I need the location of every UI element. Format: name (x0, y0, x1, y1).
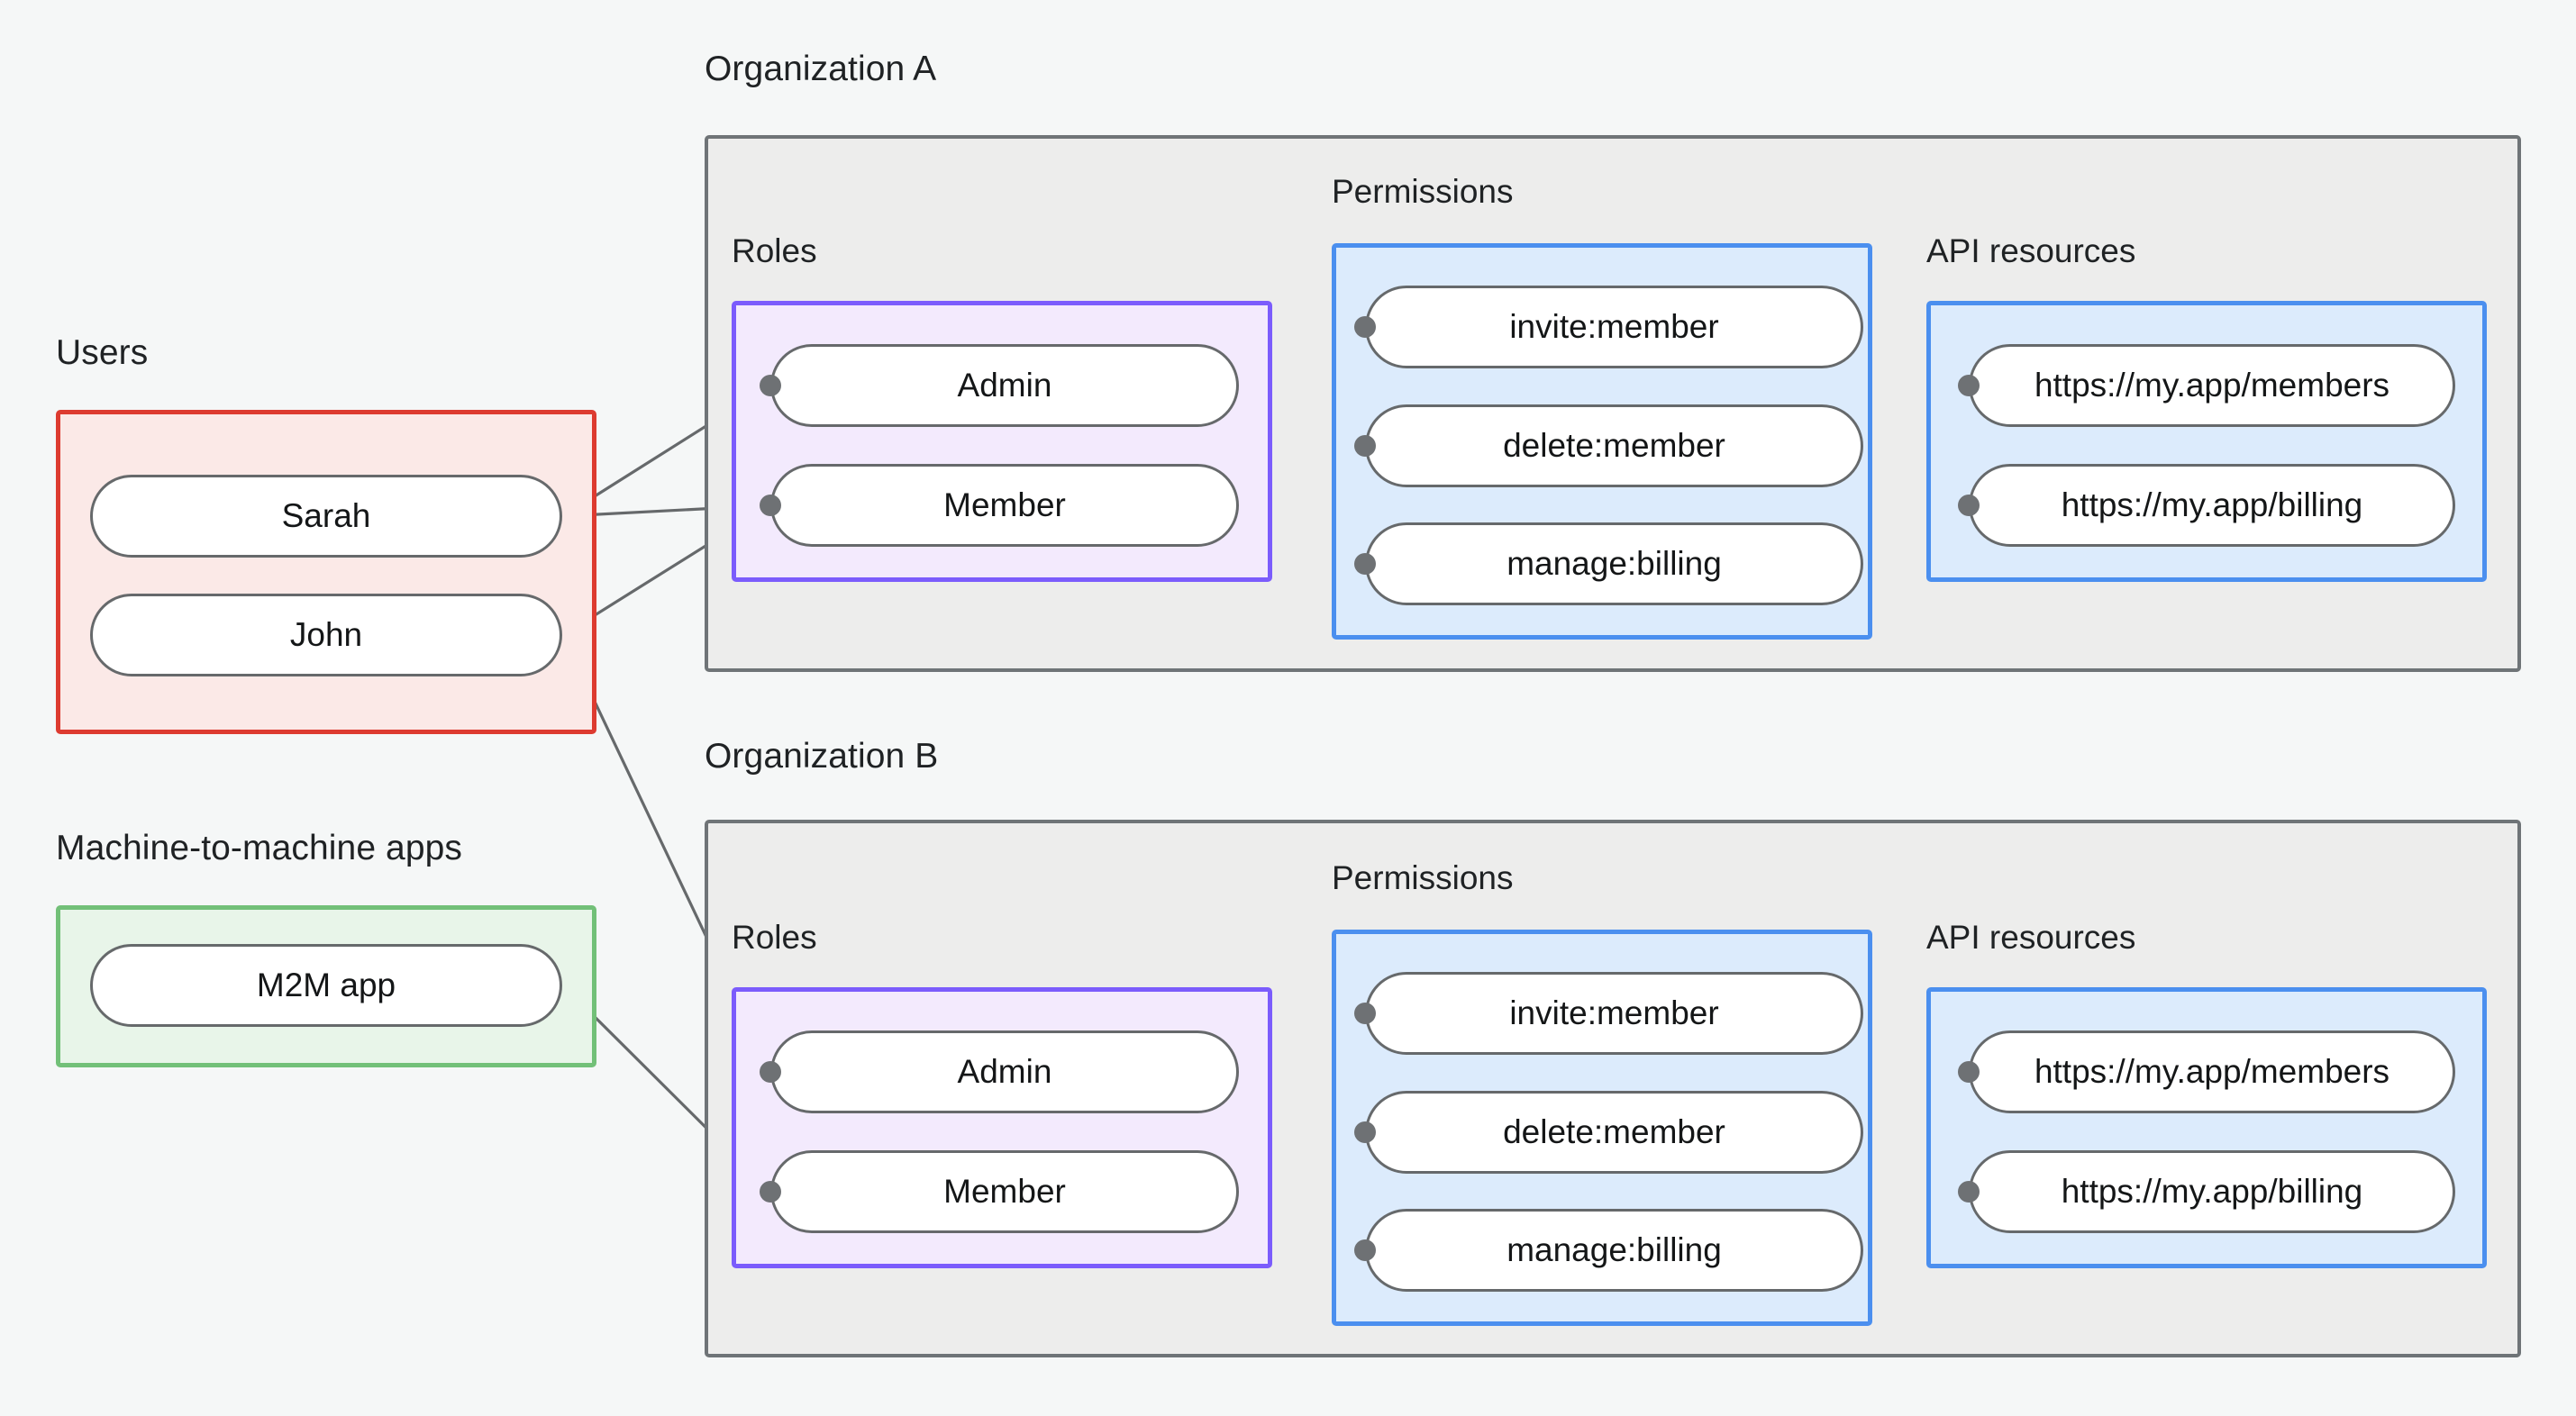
user-pill[interactable]: John (90, 594, 562, 676)
org-a-roles-heading: Roles (732, 232, 817, 269)
m2m-heading: Machine-to-machine apps (56, 829, 463, 867)
users-container (56, 410, 596, 734)
org-b-api-heading: API resources (1926, 919, 2136, 956)
org-b-roles-heading: Roles (732, 919, 817, 956)
role-pill-member[interactable]: Member (770, 1150, 1239, 1233)
role-pill-admin[interactable]: Admin (770, 1030, 1239, 1113)
permission-pill-invite-member[interactable]: invite:member (1365, 972, 1863, 1055)
permission-pill-delete-member[interactable]: delete:member (1365, 1091, 1863, 1174)
permission-pill-manage-billing[interactable]: manage:billing (1365, 1209, 1863, 1292)
org-a-api-heading: API resources (1926, 232, 2136, 269)
users-heading: Users (56, 333, 149, 372)
org-a-title: Organization A (705, 50, 937, 88)
permission-pill-invite-member[interactable]: invite:member (1365, 286, 1863, 368)
api-resource-pill-billing[interactable]: https://my.app/billing (1969, 464, 2455, 547)
org-a-permissions-heading: Permissions (1332, 173, 1514, 210)
org-b-title: Organization B (705, 737, 939, 776)
role-pill-admin[interactable]: Admin (770, 344, 1239, 427)
api-resource-pill-members[interactable]: https://my.app/members (1969, 1030, 2455, 1113)
api-resource-pill-billing[interactable]: https://my.app/billing (1969, 1150, 2455, 1233)
permission-pill-delete-member[interactable]: delete:member (1365, 404, 1863, 487)
user-pill[interactable]: Sarah (90, 475, 562, 558)
permission-pill-manage-billing[interactable]: manage:billing (1365, 522, 1863, 605)
api-resource-pill-members[interactable]: https://my.app/members (1969, 344, 2455, 427)
org-b-permissions-heading: Permissions (1332, 859, 1514, 896)
m2m-app-pill[interactable]: M2M app (90, 944, 562, 1027)
role-pill-member[interactable]: Member (770, 464, 1239, 547)
